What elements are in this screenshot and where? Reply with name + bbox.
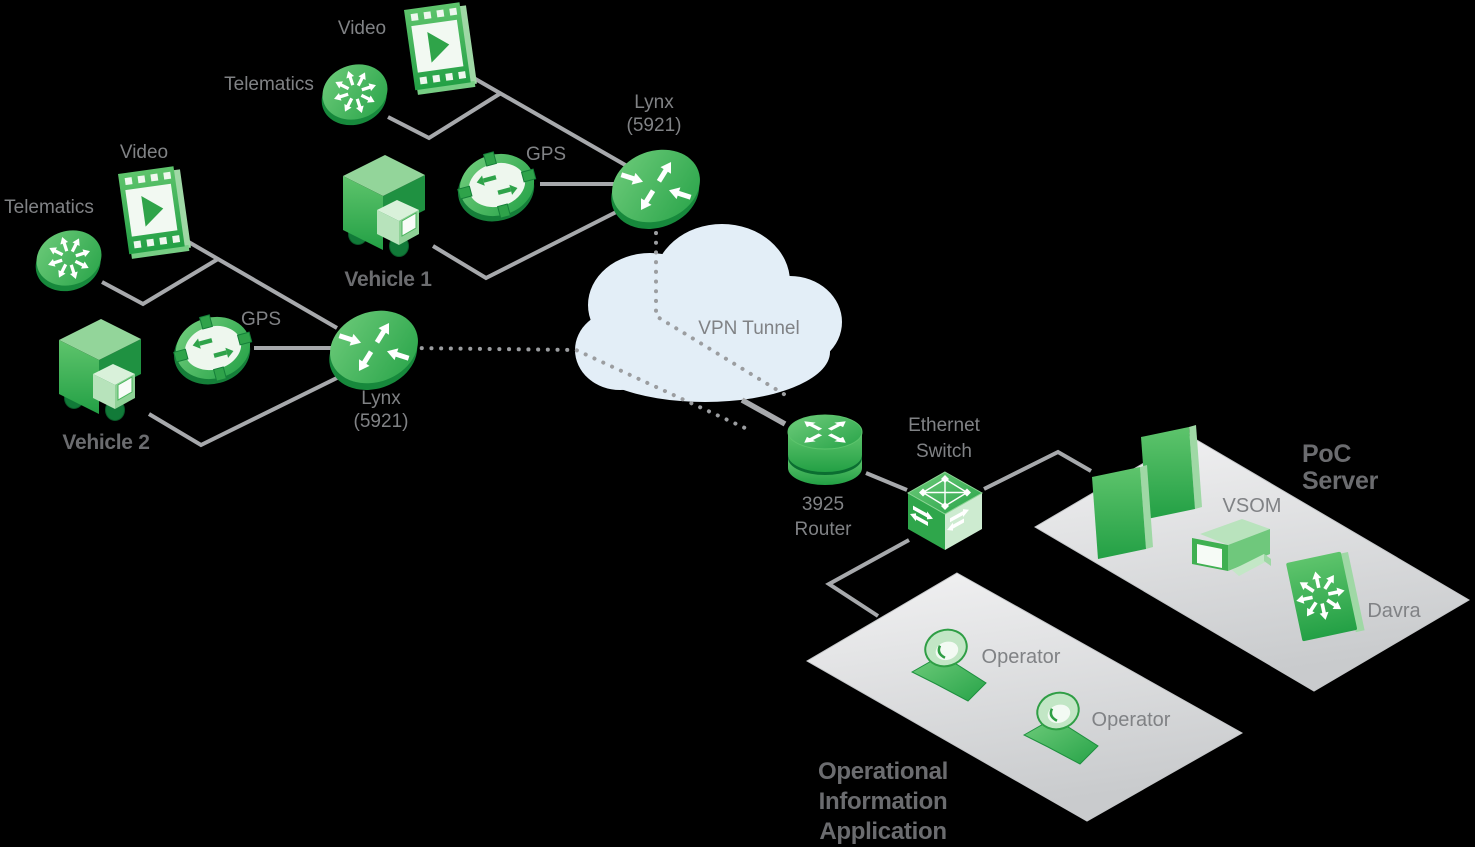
operations-title: Operational Information Application [817,758,949,845]
davra-label: Davra [1367,600,1421,622]
operator-label-2: Operator [1091,709,1171,731]
monitor-panel-icon-back [1141,425,1202,519]
link-v1-video-lynx [464,71,628,168]
v1-lynx-router-icon [599,138,712,241]
v1-telematics-label: Telematics [224,74,314,95]
monitor-panel-icon-front [1092,465,1153,559]
v2-truck-icon [58,318,142,421]
link-v1-telematics [387,91,503,141]
v1-truck-icon [342,154,426,257]
link-v2-truck-lynx [147,370,350,448]
v1-video-label: Video [337,18,387,39]
tunnel-lynx2 [410,346,747,430]
v2-gps-label: GPS [240,309,282,330]
v2-lynx-label: Lynx (5921) [353,388,409,432]
tunnel-lynx1 [654,231,789,398]
link-switch-operations [825,538,910,618]
v2-video-label: Video [119,142,169,163]
v1-vehicle-label: Vehicle 1 [344,268,432,291]
v1-lynx-label: Lynx (5921) [626,92,682,136]
vsom-camera-icon [1192,519,1271,576]
solid-links [101,71,1092,618]
v2-vehicle-label: Vehicle 2 [62,431,150,454]
v2-telematics-label: Telematics [4,197,94,218]
poc-server-title: PoC Server [1302,440,1379,495]
ethernet-switch-label: Ethernet Switch [908,415,980,462]
vsom-label: VSOM [1222,495,1282,517]
v2-video-icon [118,165,192,260]
v1-gps-label: GPS [525,144,567,165]
link-switch-poc [983,449,1092,491]
link-v2-video-lynx [178,235,339,330]
vpn-cloud [575,224,842,402]
link-router-switch [865,471,908,492]
v2-telematics-icon [27,222,110,299]
davra-switch-icon [1286,551,1365,642]
operations-platform [806,572,1244,822]
vpn-tunnel-label: VPN Tunnel [698,318,800,339]
router-3925-label: 3925 Router [794,494,852,540]
v1-video-icon [404,1,478,96]
operator-label-1: Operator [981,646,1061,668]
router-3925-icon [787,414,863,485]
ethernet-switch-icon [906,471,984,550]
link-v1-truck-lynx [431,201,635,281]
v1-telematics-icon [313,56,396,133]
vpn-tunnel-links [410,231,789,430]
link-cloud-router [740,397,787,427]
link-v2-telematics [101,257,220,307]
